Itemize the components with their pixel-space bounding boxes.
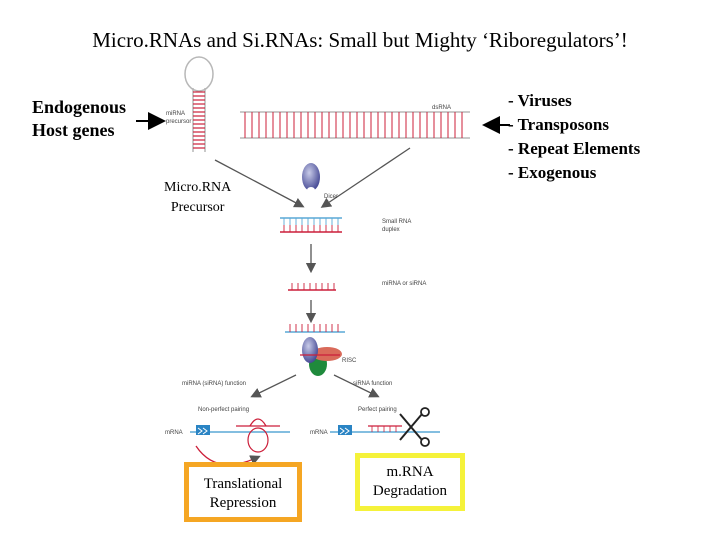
label-small-rna-1: Small RNA — [382, 219, 411, 225]
degradation-line1: m.RNA — [386, 464, 434, 480]
translational-line1: Translational — [203, 476, 283, 492]
source-item-transposons: - Transposons — [508, 115, 609, 134]
translational-repression-box: Translational Repression — [184, 462, 302, 522]
degradation-line2: Degradation — [372, 483, 448, 499]
risc-complex-icon — [300, 337, 342, 376]
dsrna-icon — [240, 111, 470, 139]
exogenous-sources-list: - Viruses - Transposons - Repeat Element… — [508, 89, 640, 185]
source-item-exogenous: - Exogenous — [508, 163, 597, 182]
hairpin-precursor-icon — [184, 56, 214, 152]
branch-right-arrow — [333, 374, 380, 398]
non-perfect-pairing-icon — [190, 418, 290, 466]
label-risc: RISC — [342, 358, 357, 364]
label-mirna-sirna-function: miRNA (siRNA) function — [182, 381, 246, 387]
label-perfect-pairing: Perfect pairing — [358, 407, 397, 413]
precursor-line1: Micro.RNA — [164, 180, 232, 195]
source-item-repeat-elements: - Repeat Elements — [508, 139, 641, 158]
precursor-line2: Precursor — [170, 200, 225, 215]
endogenous-source: Endogenous Host genes — [32, 96, 126, 142]
dsrna-to-duplex-arrow — [320, 147, 411, 208]
label-small-rna-2: duplex — [382, 227, 400, 233]
risc-loading-strand-icon — [285, 324, 345, 333]
branch-left-arrow — [250, 374, 297, 398]
endogenous-line1: Endogenous — [32, 97, 127, 117]
perfect-pairing-icon — [330, 425, 440, 435]
single-strand-rna-icon — [288, 283, 336, 291]
page-title: Micro.RNAs and Si.RNAs: Small but Mighty… — [92, 28, 628, 52]
scissors-icon — [399, 407, 430, 447]
label-mirna-precursor-1: miRNA — [166, 111, 185, 117]
mrna-degradation-box: m.RNA Degradation — [355, 453, 465, 511]
label-mrna-left: mRNA — [165, 430, 183, 436]
label-mirna-or-sirna: miRNA or siRNA — [382, 281, 426, 287]
label-dicer: Dicer — [324, 194, 338, 200]
label-dsrna: dsRNA — [432, 105, 451, 111]
endogenous-line2: Host genes — [32, 120, 115, 140]
label-non-perfect-pairing: Non-perfect pairing — [198, 407, 249, 413]
source-item-viruses: - Viruses — [508, 91, 572, 110]
translational-line2: Repression — [209, 495, 277, 511]
dicer-icon — [302, 163, 320, 193]
label-sirna-function: siRNA function — [353, 381, 392, 387]
small-rna-duplex-icon — [280, 217, 342, 233]
label-mirna-precursor-2: precursor — [166, 119, 191, 125]
precursor-to-duplex-arrow — [214, 159, 305, 208]
precursor-label: Micro.RNA Precursor — [164, 178, 231, 218]
label-mrna-right: mRNA — [310, 430, 328, 436]
